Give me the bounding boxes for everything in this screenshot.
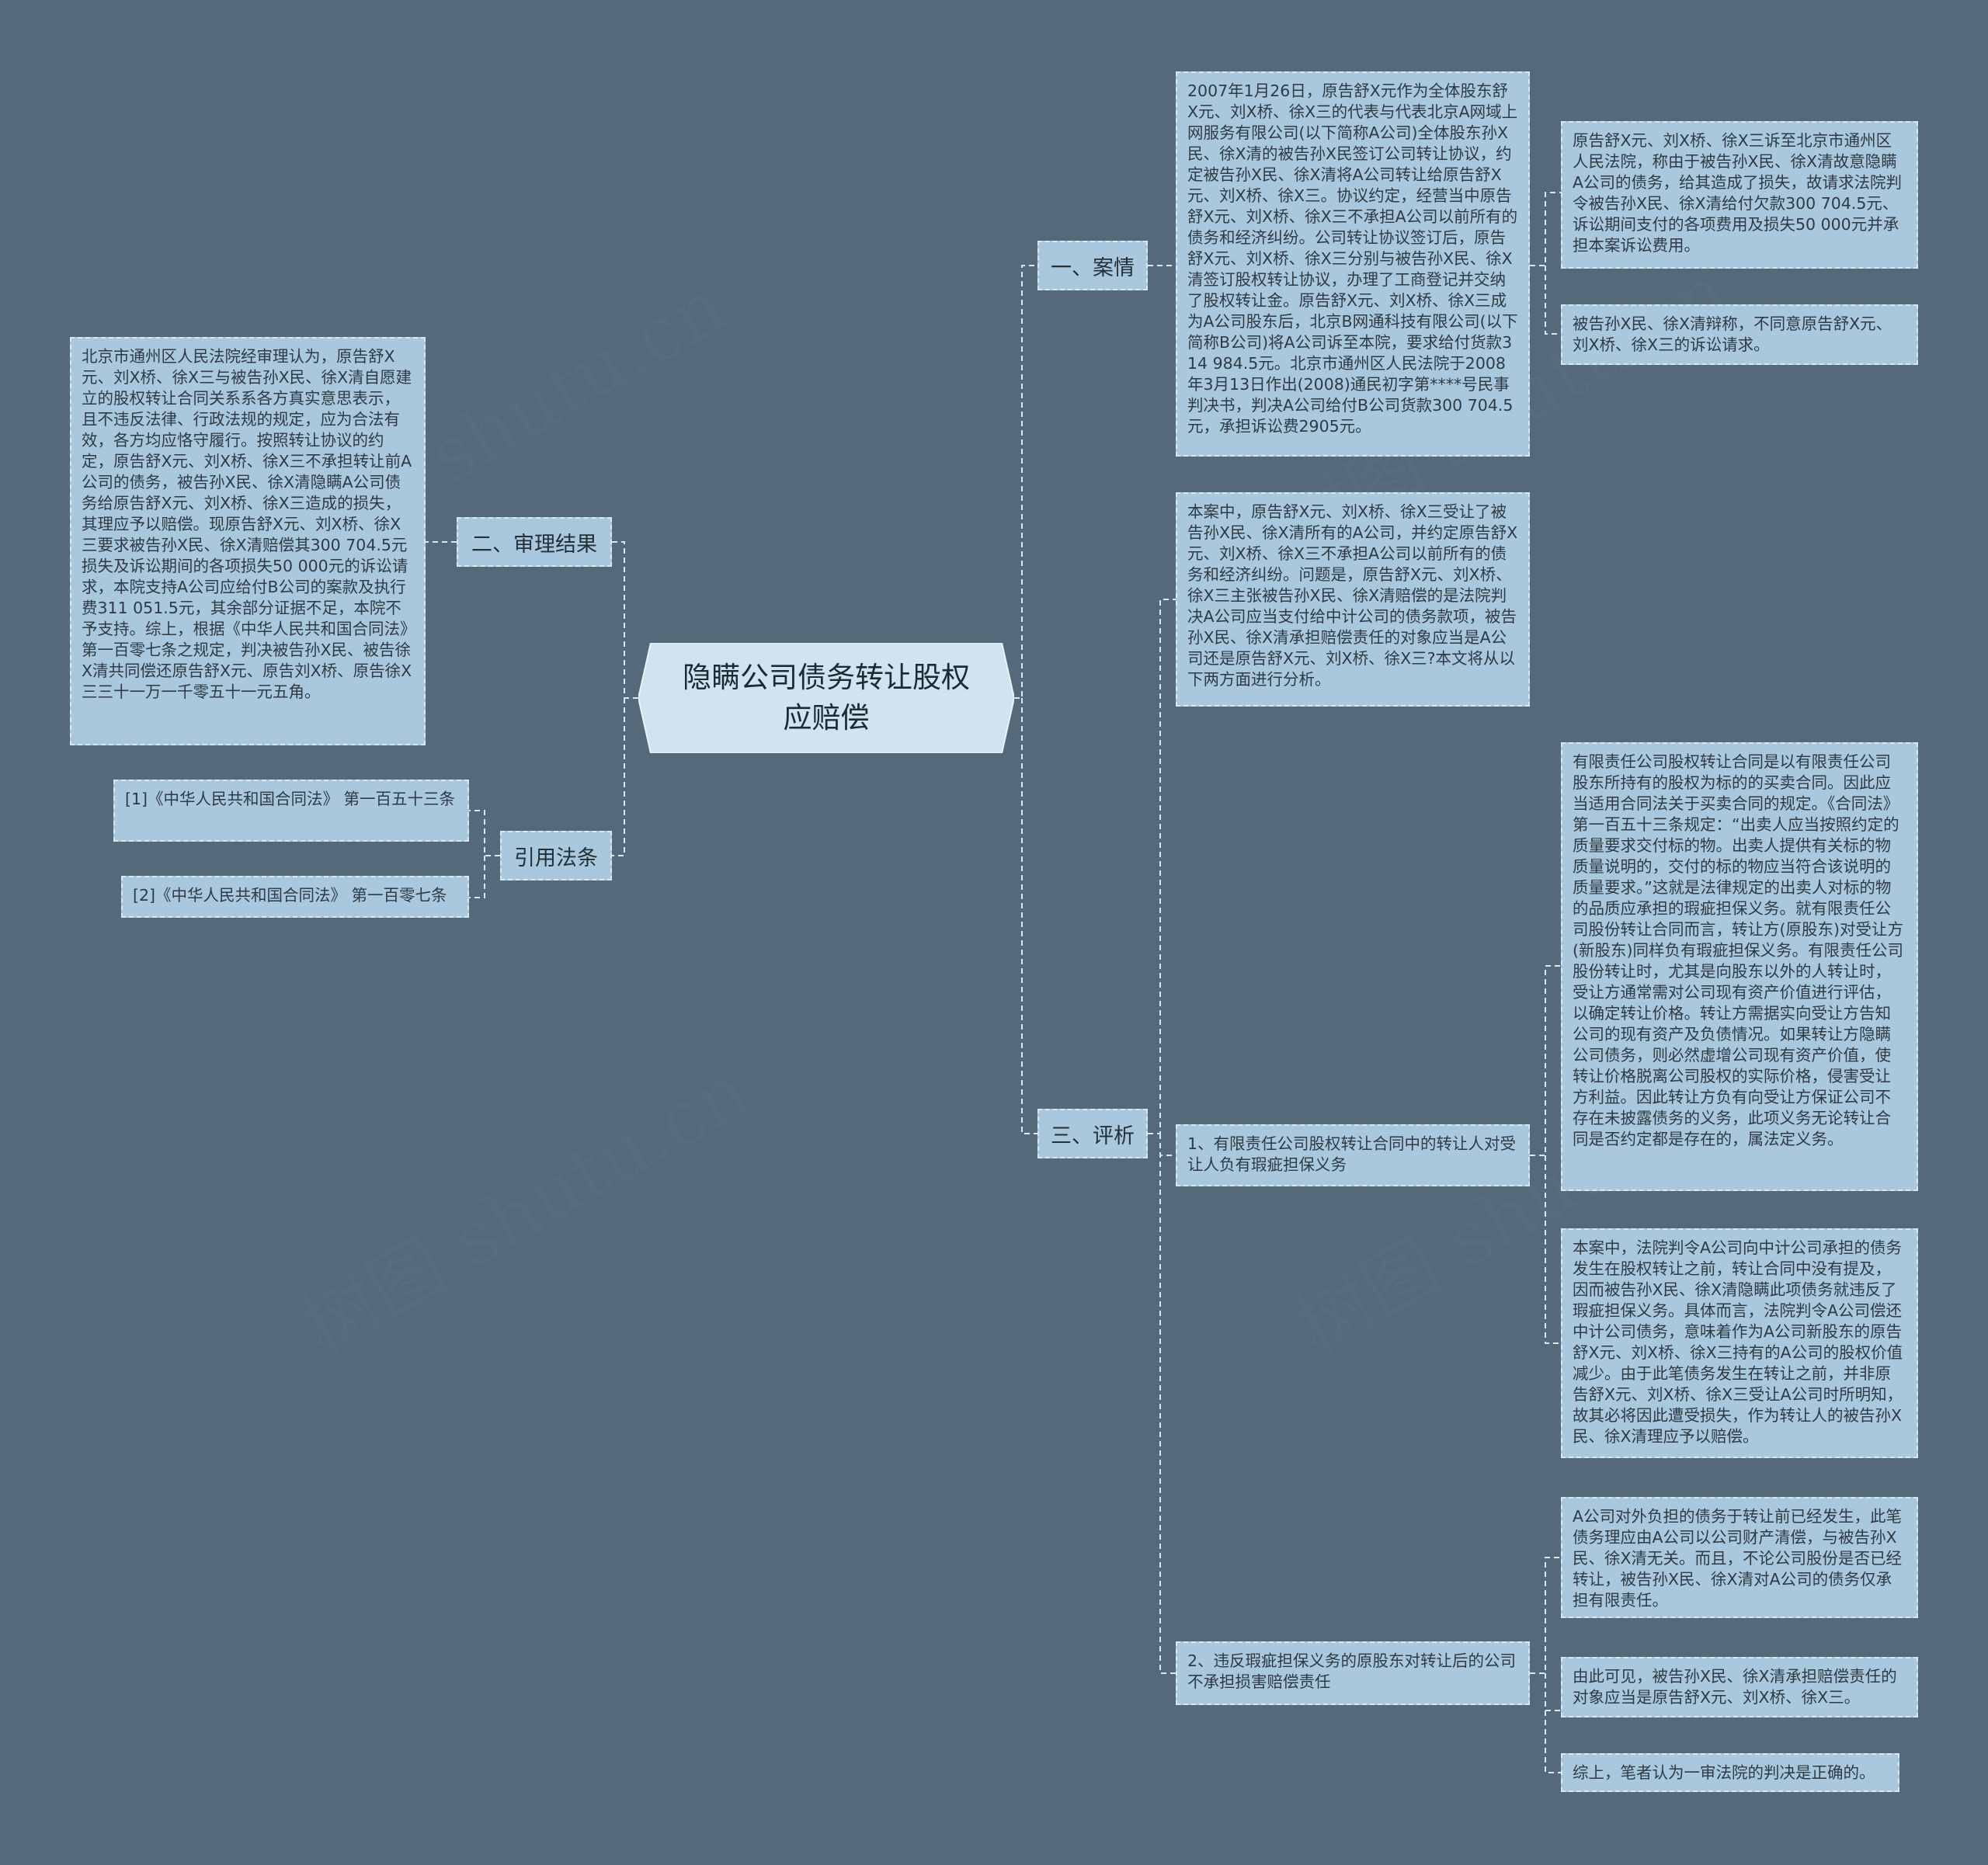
case-facts[interactable]: 2007年1月26日，原告舒X元作为全体股东舒X元、刘X桥、徐X三的代表与代表北… (1176, 71, 1530, 457)
point1-detail-2[interactable]: 本案中，法院判令A公司向中计公司承担的债务发生在股权转让之前，转让合同中没有提及… (1561, 1228, 1918, 1458)
case-defense[interactable]: 被告孙X民、徐X清辩称，不同意原告舒X元、刘X桥、徐X三的诉讼请求。 (1561, 304, 1918, 365)
branch-laws[interactable]: 引用法条 (500, 831, 612, 880)
analysis-point1-title[interactable]: 1、有限责任公司股权转让合同中的转让人对受让人负有瑕疵担保义务 (1176, 1124, 1530, 1186)
branch-judgment[interactable]: 二、审理结果 (457, 517, 612, 567)
root-topic-shape (638, 643, 1014, 753)
branch-case[interactable]: 一、案情 (1037, 241, 1148, 290)
law-item-2[interactable]: [2]《中华人民共和国合同法》 第一百零七条 (121, 876, 469, 918)
point1-detail-1[interactable]: 有限责任公司股权转让合同是以有限责任公司股东所持有的股权为标的的买卖合同。因此应… (1561, 742, 1918, 1191)
root-topic[interactable]: 隐瞒公司债务转让股权应赔偿 (638, 643, 1014, 753)
point2-detail-3[interactable]: 综上，笔者认为一审法院的判决是正确的。 (1561, 1753, 1899, 1792)
analysis-intro[interactable]: 本案中，原告舒X元、刘X桥、徐X三受让了被告孙X民、徐X清所有的A公司，并约定原… (1176, 492, 1530, 707)
point2-detail-2[interactable]: 由此可见，被告孙X民、徐X清承担赔偿责任的对象应当是原告舒X元、刘X桥、徐X三。 (1561, 1657, 1918, 1717)
judgment-text[interactable]: 北京市通州区人民法院经审理认为，原告舒X元、刘X桥、徐X三与被告孙X民、徐X清自… (70, 337, 426, 745)
analysis-point2-title[interactable]: 2、违反瑕疵担保义务的原股东对转让后的公司不承担损害赔偿责任 (1176, 1641, 1530, 1705)
branch-analysis[interactable]: 三、评析 (1037, 1109, 1148, 1158)
case-claim[interactable]: 原告舒X元、刘X桥、徐X三诉至北京市通州区人民法院，称由于被告孙X民、徐X清故意… (1561, 121, 1918, 269)
law-item-1[interactable]: [1]《中华人民共和国合同法》 第一百五十三条 (113, 780, 469, 842)
root-title: 隐瞒公司债务转让股权应赔偿 (683, 661, 970, 735)
point2-detail-1[interactable]: A公司对外负担的债务于转让前已经发生，此笔债务理应由A公司以公司财产清偿，与被告… (1561, 1497, 1918, 1618)
